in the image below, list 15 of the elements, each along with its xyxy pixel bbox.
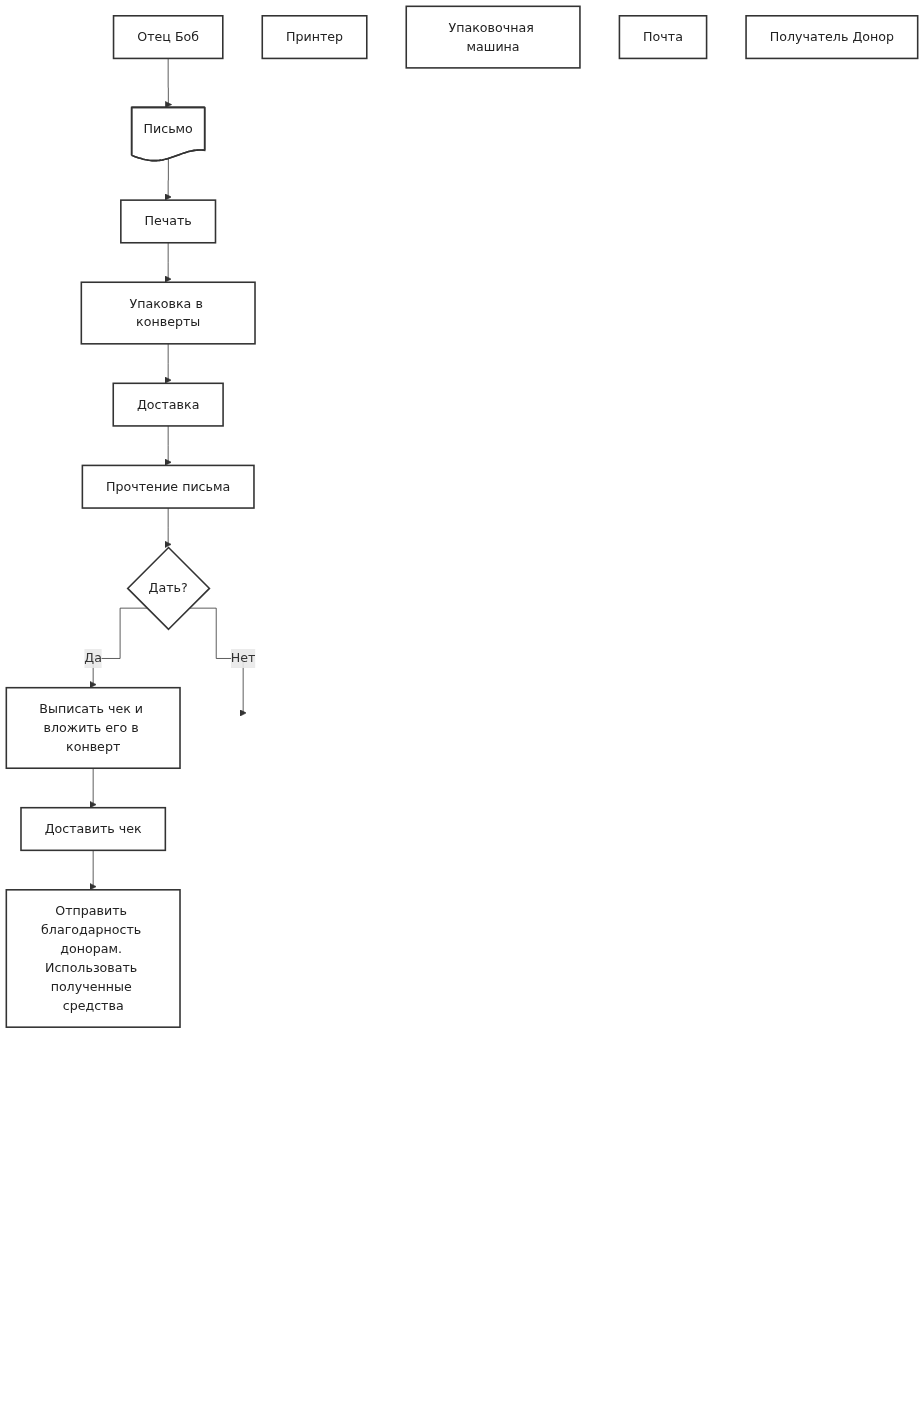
- node-box: Прочтение письма: [81, 464, 255, 509]
- node-box: Упаковка в конверты: [80, 281, 256, 345]
- node-box: Печать: [120, 199, 217, 244]
- edge-label: Да: [84, 650, 102, 666]
- node-box: Отец Боб: [112, 15, 224, 60]
- node-box: Получатель Донор: [745, 15, 919, 60]
- node-box: Выписать чек и вложить его в конверт: [5, 686, 181, 769]
- node-box: Принтер: [261, 15, 368, 60]
- node-diamond: Дать?: [126, 546, 211, 631]
- node-box: Доставить чек: [20, 806, 167, 852]
- node-box: Отправить благодарность донорам. Использовать полученные средства: [5, 889, 181, 1028]
- node-box: Доставка: [112, 382, 224, 427]
- node-box: Упаковочная машина: [405, 5, 581, 69]
- edge-label: Нет: [230, 650, 256, 666]
- node-box: Почта: [618, 15, 708, 60]
